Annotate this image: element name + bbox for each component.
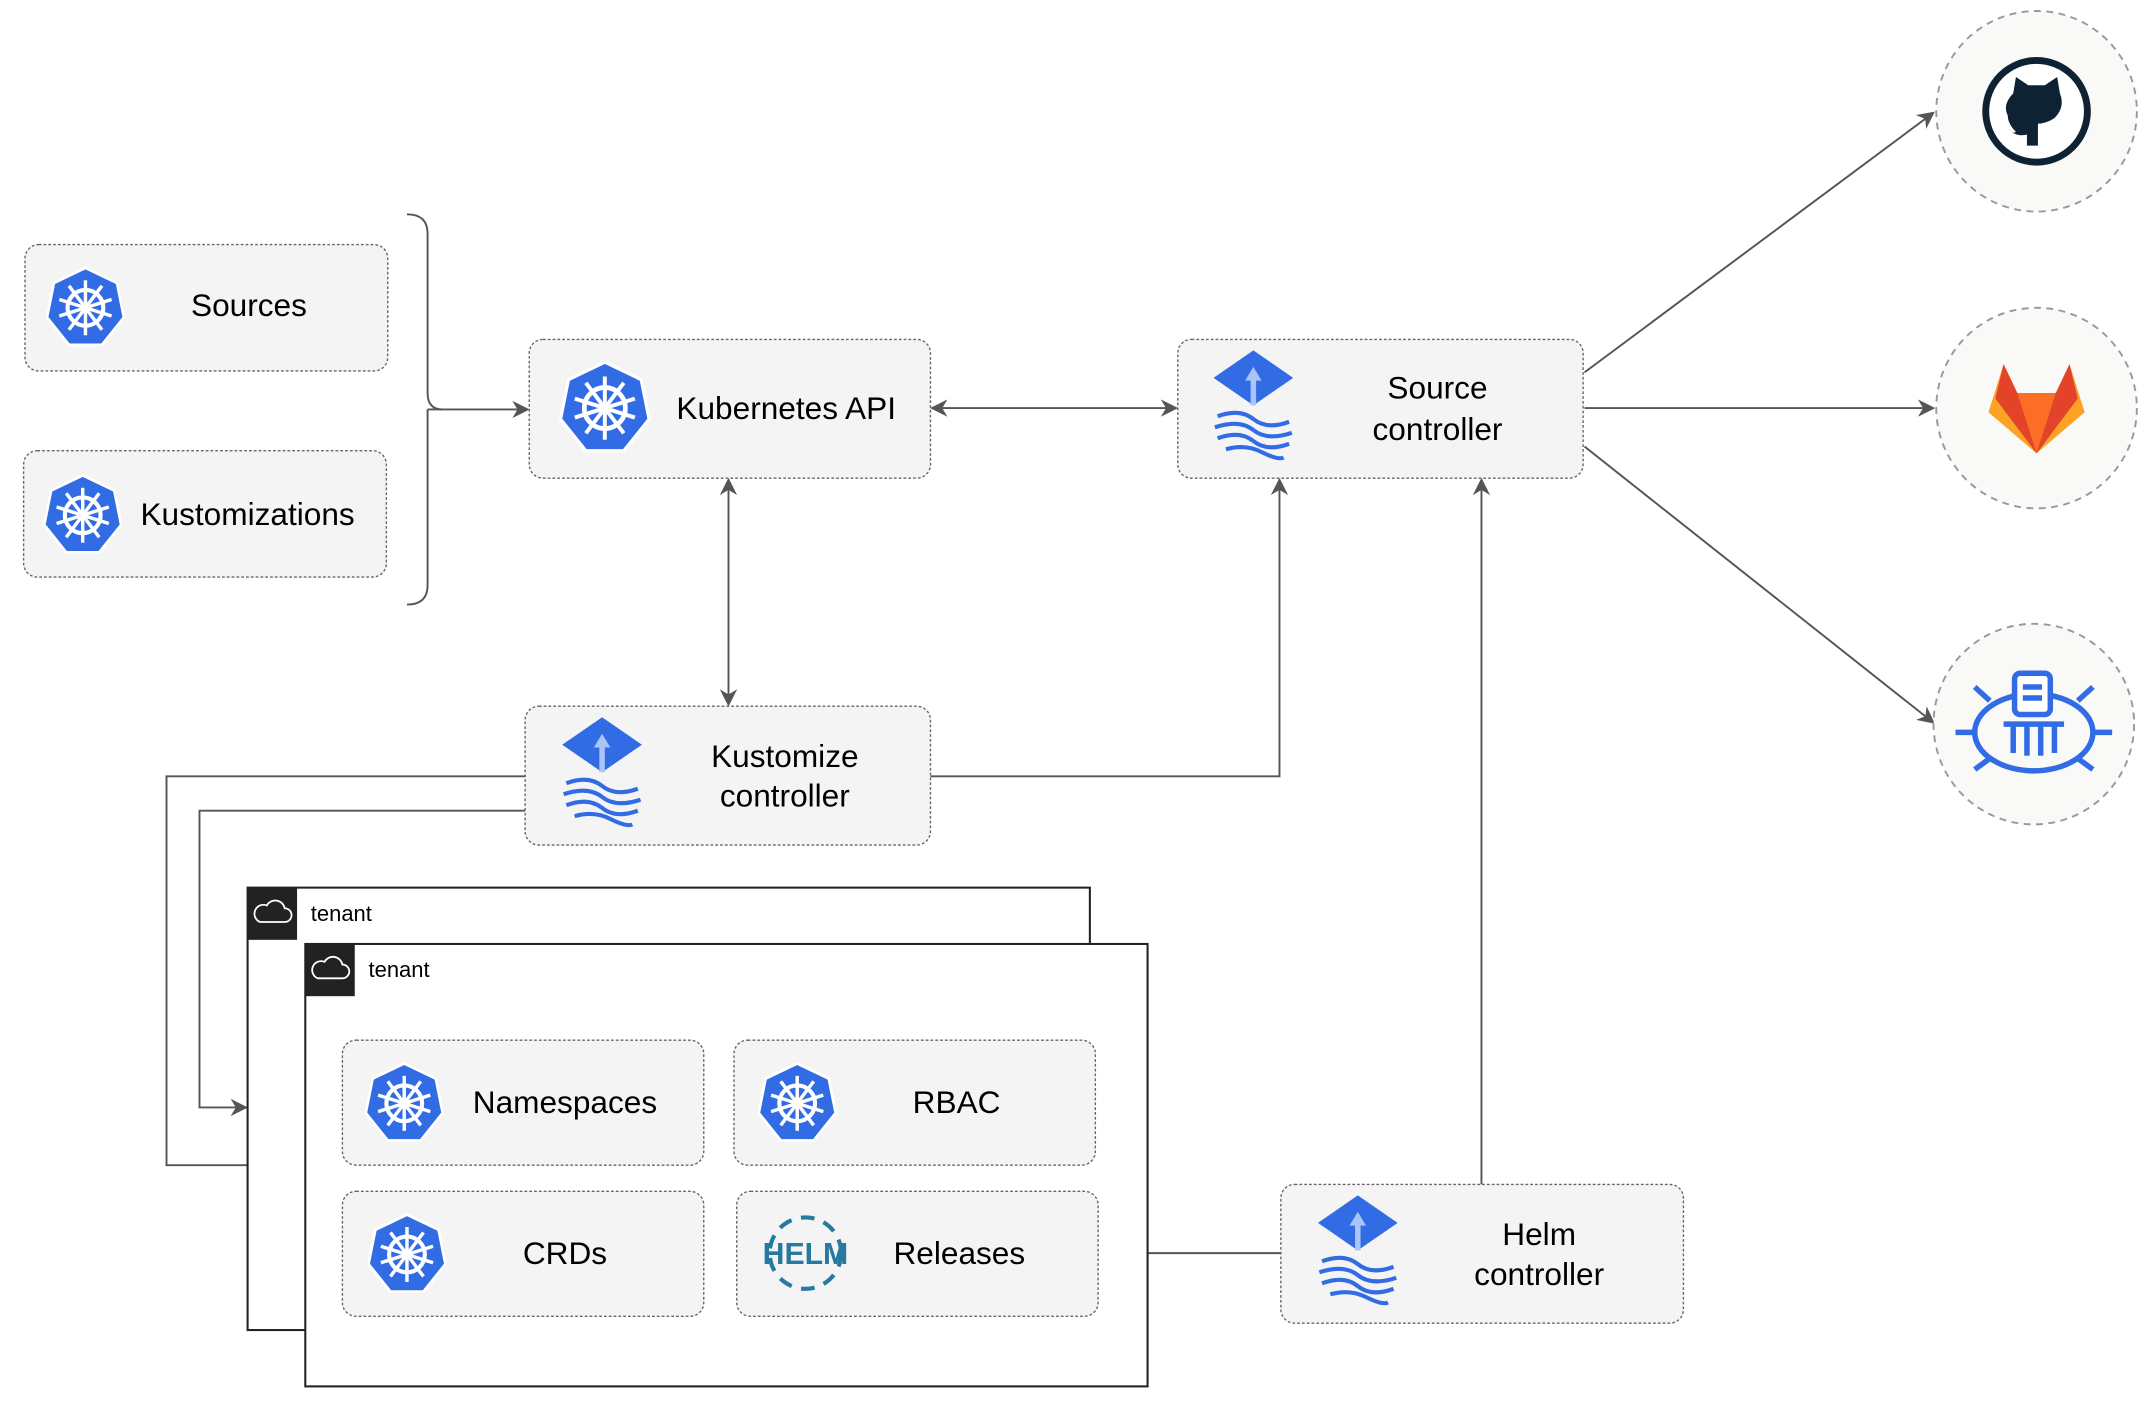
edge-kustomize-to-tenant-back xyxy=(198,809,526,1117)
kustomize-controller-label-1: Kustomize xyxy=(711,738,858,774)
kubernetes-api-node[interactable]: Kubernetes API xyxy=(528,338,932,479)
namespaces-node[interactable]: Namespaces xyxy=(341,1039,705,1166)
kubernetes-icon xyxy=(759,1063,836,1140)
releases-node[interactable]: HELM Releases xyxy=(736,1190,1099,1318)
kubernetes-icon xyxy=(369,1215,446,1292)
tenant-label: tenant xyxy=(311,901,372,926)
helm-controller-label-1: Helm xyxy=(1502,1216,1576,1252)
edge-kustomize-to-tenant-front xyxy=(165,775,526,1174)
edge-source-to-github xyxy=(1583,111,1935,374)
kubernetes-api-label: Kubernetes API xyxy=(676,390,896,426)
kubernetes-icon xyxy=(366,1063,443,1140)
helm-controller-node[interactable]: Helm controller xyxy=(1280,1183,1685,1324)
rbac-node[interactable]: RBAC xyxy=(733,1039,1097,1166)
kubernetes-icon xyxy=(561,362,649,450)
helm-icon: HELM xyxy=(763,1215,849,1291)
cloud-icon xyxy=(253,899,293,923)
helm-repository-icon xyxy=(1955,670,2113,774)
gitlab-node[interactable] xyxy=(1935,306,2138,510)
tenant-label: tenant xyxy=(369,957,430,982)
sources-label: Sources xyxy=(191,287,307,323)
helm-logo-text: HELM xyxy=(763,1238,849,1271)
sources-node[interactable]: Sources xyxy=(24,243,389,372)
kustomizations-node[interactable]: Kustomizations xyxy=(22,449,388,578)
edge-kustomize-to-source xyxy=(930,477,1289,778)
releases-label: Releases xyxy=(893,1235,1025,1271)
crds-node[interactable]: CRDs xyxy=(341,1190,705,1318)
source-controller-label-1: Source xyxy=(1387,370,1487,406)
helm-repository-node[interactable] xyxy=(1932,622,2136,826)
source-controller-label-2: controller xyxy=(1373,411,1503,447)
github-node[interactable] xyxy=(1935,10,2138,213)
namespaces-label: Namespaces xyxy=(473,1084,657,1120)
kustomize-controller-node[interactable]: Kustomize controller xyxy=(524,705,932,846)
helm-controller-label-2: controller xyxy=(1474,1256,1604,1292)
kubernetes-icon xyxy=(47,268,124,345)
tenant-front: tenant Namespaces RBAC CRDs HELM Release… xyxy=(304,942,1149,1388)
github-icon xyxy=(1982,57,2091,166)
gitlab-icon xyxy=(1988,364,2085,454)
cloud-icon xyxy=(311,955,351,980)
group-brace xyxy=(406,213,443,606)
kustomize-controller-label-2: controller xyxy=(720,778,850,814)
crds-label: CRDs xyxy=(523,1235,607,1271)
rbac-label: RBAC xyxy=(913,1084,1001,1120)
kubernetes-icon xyxy=(44,475,121,552)
edge-source-to-helmrepo xyxy=(1583,445,1935,724)
kustomizations-label: Kustomizations xyxy=(140,496,354,532)
source-controller-node[interactable]: Source controller xyxy=(1177,338,1584,479)
